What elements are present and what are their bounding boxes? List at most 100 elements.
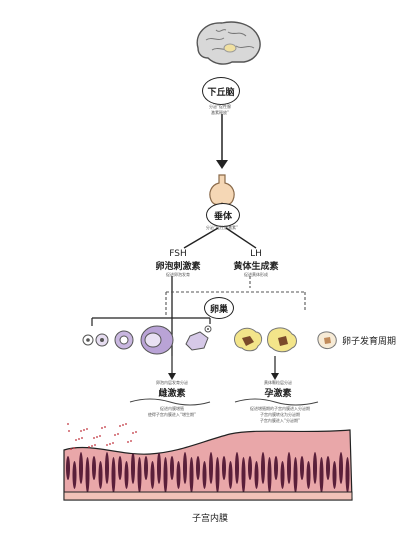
endometrial-gland (332, 461, 337, 489)
hypothalamus-sub-2: 激素释放” (210, 110, 230, 115)
hypothalamus-label: 下丘脑 (207, 87, 235, 98)
progesterone-notes: 促进增殖期的子宫内膜进入分泌期 子宫内膜转化为分泌期 子宫内膜进入“分泌期” (230, 406, 330, 424)
endometrium-label: 子宫内膜 (191, 514, 228, 524)
follicle-cycle-label: 卵子发育周期 (342, 337, 397, 347)
shedding-dot (101, 427, 103, 429)
endometrial-gland (79, 452, 83, 484)
endometrial-gland (241, 457, 246, 493)
shedding-dot (91, 445, 93, 447)
endometrial-gland (118, 456, 122, 480)
fsh-block: FSH 卵泡刺激素 促进卵泡发育 (150, 249, 206, 278)
progesterone-note-1: 促进增殖期的子宫内膜进入分泌期 (250, 406, 310, 411)
endometrial-gland (170, 456, 174, 480)
endometrial-gland (319, 457, 324, 493)
ovary-label: 卵巢 (209, 304, 228, 315)
shedding-dot (127, 441, 129, 443)
endometrial-gland (254, 461, 259, 489)
lh-block: LH 黄体生成素 促进黄体形成 (226, 249, 286, 278)
endometrial-gland (339, 452, 343, 484)
endometrial-gland (98, 461, 103, 489)
pituitary-label: 垂体 (213, 211, 232, 222)
shedding-dot (109, 443, 111, 445)
shedding-dot (93, 437, 95, 439)
shedding-dot (132, 432, 134, 434)
endometrial-gland (215, 457, 220, 493)
pituitary-sub: 分泌“促性腺激素” (205, 225, 239, 230)
shedding-dot (122, 424, 124, 426)
endometrial-gland (105, 452, 109, 484)
endometrial-gland (66, 456, 70, 480)
shedding-dot (96, 436, 98, 438)
endometrial-gland (196, 456, 200, 480)
hypothalamus-note: 分泌“促性腺 激素释放” (196, 104, 244, 116)
lh-name: 黄体生成素 (233, 262, 279, 272)
endometrial-gland (202, 461, 207, 489)
fsh-sub: 促进卵泡发育 (166, 272, 190, 277)
shedding-dot (78, 438, 80, 440)
endometrial-gland (189, 457, 194, 493)
shedding-dot (70, 448, 72, 450)
endometrial-gland (131, 452, 135, 484)
estrogen-note-2: 使得子宫内膜进入“增生期” (147, 412, 197, 417)
endometrial-gland (163, 457, 168, 493)
endometrial-gland (228, 461, 233, 489)
shedding-dot (68, 430, 70, 432)
lh-abbr: LH (250, 249, 262, 259)
shedding-dot (117, 433, 119, 435)
endometrial-gland (72, 461, 77, 489)
brain-icon (196, 21, 261, 65)
endometrial-gland (287, 452, 291, 484)
endometrial-gland (209, 452, 213, 484)
endometrial-gland (267, 457, 272, 493)
lh-sub: 促进黄体形成 (244, 272, 268, 277)
shedding-dot (135, 431, 137, 433)
shedding-dot (125, 423, 127, 425)
estrogen-block: 卵泡内层发育分泌 雌激素 (132, 380, 212, 399)
shedding-dot (119, 425, 121, 427)
endometrial-gland (85, 457, 90, 493)
endometrial-gland (92, 456, 96, 480)
endometrium-illustration (63, 423, 353, 501)
endometrial-gland (176, 461, 181, 489)
endometrial-gland (157, 452, 161, 484)
shedding-dot (88, 446, 90, 448)
fsh-abbr: FSH (169, 249, 187, 259)
fsh-name: 卵泡刺激素 (155, 262, 201, 272)
arrow-to-pituitary (216, 114, 228, 169)
shedding-dot (73, 447, 75, 449)
estrogen-notes: 促进内膜增殖 使得子宫内膜进入“增生期” (118, 406, 226, 418)
ovary-node: 卵巢 (204, 297, 234, 319)
progesterone-name: 孕激素 (264, 389, 292, 399)
shedding-dot (104, 426, 106, 428)
pituitary-node: 垂体 (206, 203, 240, 227)
endometrial-gland (313, 452, 317, 484)
shedding-dot (106, 444, 108, 446)
progesterone-note-3: 子宫内膜进入“分泌期” (259, 418, 301, 423)
shedding-dot (67, 423, 69, 425)
shedding-dot (86, 428, 88, 430)
progesterone-block: 黄体颗粒层分泌 孕激素 (238, 380, 318, 399)
hypothalamus-sub-1: 分泌“促性腺 (208, 104, 232, 109)
estrogen-pre: 卵泡内层发育分泌 (156, 380, 188, 385)
endometrial-gland (306, 461, 311, 489)
hypothalamus-node: 下丘脑 (202, 77, 240, 105)
shedding-dot (112, 442, 114, 444)
shedding-dot (99, 435, 101, 437)
shedding-dot (130, 440, 132, 442)
endometrial-gland (280, 461, 285, 489)
endometrial-gland (345, 457, 350, 493)
shedding-dot (80, 430, 82, 432)
endometrial-gland (274, 456, 278, 480)
progesterone-note-2: 子宫内膜转化为分泌期 (260, 412, 300, 417)
follicle-row (82, 325, 337, 355)
endometrial-gland (183, 452, 187, 484)
estrogen-note-1: 促进内膜增殖 (160, 406, 184, 411)
shedding-dot (75, 439, 77, 441)
endometrial-gland (222, 456, 226, 480)
endometrial-gland (248, 456, 252, 480)
endometrial-gland (124, 461, 129, 489)
progesterone-pre: 黄体颗粒层分泌 (264, 380, 292, 385)
shedding-dot (83, 429, 85, 431)
shedding-dot (114, 434, 116, 436)
